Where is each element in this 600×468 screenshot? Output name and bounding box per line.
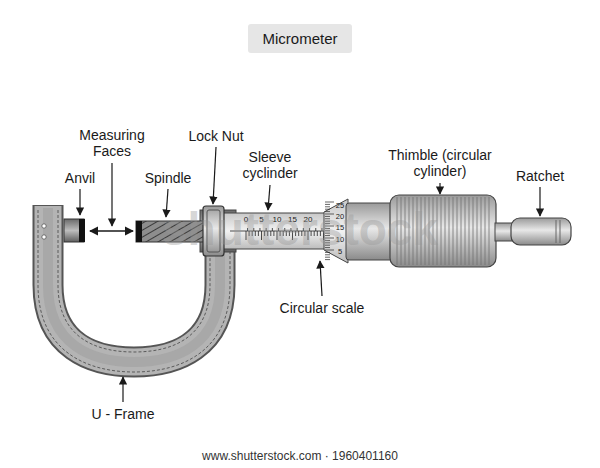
title-box: Micrometer [248, 24, 351, 53]
part-label: Sleeve cyclinder [234, 149, 306, 181]
part-label: Thimble (circular cylinder) [381, 147, 499, 179]
part-label: Circular scale [280, 300, 365, 316]
part-label: Anvil [65, 170, 95, 186]
title-text: Micrometer [262, 30, 337, 47]
part-label: Measuring Faces [73, 127, 151, 159]
watermark-credit: www.shutterstock.com · 1960401160 [202, 450, 398, 464]
part-label: Spindle [145, 170, 192, 186]
part-label: Lock Nut [188, 128, 243, 144]
part-label: Ratchet [516, 168, 564, 184]
watermark: shutterstock [162, 203, 438, 256]
part-label: U - Frame [92, 406, 155, 422]
